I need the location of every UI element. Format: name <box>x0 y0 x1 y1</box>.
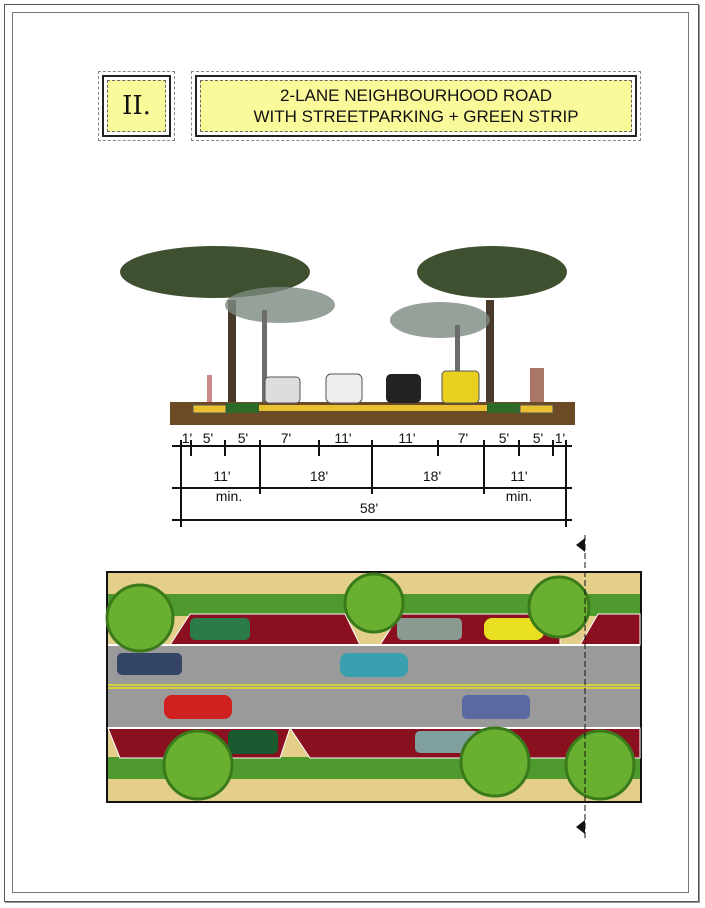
car-plan <box>117 653 182 675</box>
car-section-1 <box>264 376 301 404</box>
car-plan <box>484 618 544 640</box>
dim-label: 5' <box>499 430 509 446</box>
car-plan <box>164 695 232 719</box>
dim-label: 7' <box>281 430 291 446</box>
car-plan <box>462 695 530 719</box>
dim-note: min. <box>506 488 532 504</box>
section-arrow-icon <box>576 538 585 552</box>
car-section-4 <box>441 370 480 404</box>
section-arrow-icon <box>576 820 585 834</box>
tree-plan <box>564 729 636 801</box>
dim-note: min. <box>216 488 242 504</box>
dim-label: 11' <box>510 468 527 484</box>
car-plan <box>397 618 462 640</box>
car-section-3 <box>386 374 421 403</box>
tree-plan <box>105 583 175 653</box>
pedestrian-left <box>207 375 212 402</box>
tree-right <box>390 246 567 402</box>
dim-label: 1' <box>555 430 565 446</box>
dim-label: 5' <box>238 430 248 446</box>
dim-label: 7' <box>458 430 468 446</box>
dimension-lines <box>172 440 572 527</box>
sidewalk-left <box>192 404 227 414</box>
dim-label: 1' <box>182 430 192 446</box>
car-plan <box>340 653 408 677</box>
inner-frame <box>12 12 689 893</box>
green-strip-left <box>226 403 259 413</box>
roadway <box>259 405 487 411</box>
dim-label: 18' <box>310 468 328 484</box>
tree-left <box>120 246 335 402</box>
title-line-1: 2-LANE NEIGHBOURHOOD ROAD <box>279 86 553 105</box>
section-number: II. <box>122 91 151 121</box>
dim-label: 11' <box>398 430 415 446</box>
sidewalk-right <box>519 404 554 414</box>
section-cut-marker <box>576 535 586 838</box>
section-number-badge: II. <box>98 71 175 141</box>
title-box: 2-LANE NEIGHBOURHOOD ROAD WITH STREETPAR… <box>191 71 641 141</box>
dim-label: 5' <box>203 430 213 446</box>
plan-view <box>105 571 642 803</box>
tree-plan <box>162 729 234 801</box>
dim-label: 5' <box>533 430 543 446</box>
pedestrians-right <box>530 368 544 402</box>
tree-plan <box>343 572 405 634</box>
car-section-2 <box>325 373 363 404</box>
dim-label: 18' <box>423 468 441 484</box>
outer-frame <box>4 4 699 902</box>
car-plan <box>190 618 250 640</box>
car-plan <box>228 730 278 754</box>
green-strip-right <box>487 403 520 413</box>
cross-section <box>120 246 575 425</box>
dimension-labels: 1' 5' 5' 7' 11' 11' 7' 5' 5' 1' 11' 18' … <box>182 430 565 516</box>
title-line-2: WITH STREETPARKING + GREEN STRIP <box>253 107 579 126</box>
tree-plan <box>459 726 531 798</box>
dim-label: 11' <box>213 468 230 484</box>
tree-plan <box>527 575 591 639</box>
dim-label: 11' <box>334 430 351 446</box>
dim-total: 58' <box>360 500 378 516</box>
